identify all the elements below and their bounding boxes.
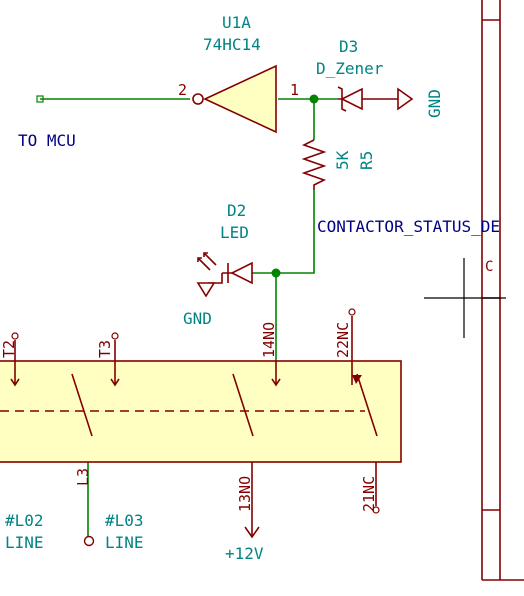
junction-dot-led (271, 268, 281, 278)
wire-resistor-to-led (276, 190, 315, 274)
led-value: LED (220, 223, 249, 242)
inverter-bubble (192, 93, 204, 105)
contactor-body[interactable] (0, 360, 402, 463)
zener-reference: D3 (339, 37, 358, 56)
pin-l3-label: L3 (74, 468, 92, 486)
contact-nc-hook (352, 375, 362, 384)
power-12v-label: +12V (225, 544, 264, 563)
gnd-symbol-right: GND (397, 87, 444, 118)
led-triangle (230, 261, 253, 285)
power-12v-symbol: +12V (225, 526, 264, 563)
led-emission-arrows-icon (197, 252, 217, 271)
inverter-output-pin-number: 1 (290, 81, 299, 99)
gnd-label-led: GND (183, 309, 212, 328)
crosshair-mark (424, 258, 506, 338)
zener-value: D_Zener (316, 59, 384, 78)
net-label-contactor-status: CONTACTOR_STATUS_DE (317, 217, 500, 236)
inverter-input-pin-number: 2 (178, 81, 187, 99)
pin-21nc-terminal (372, 506, 380, 514)
connector-l02-name: #L02 (5, 511, 44, 530)
contact-l3 (71, 373, 93, 437)
gnd-arrow-right (397, 87, 414, 111)
junction-dot-output (309, 94, 319, 104)
contactor-top-pins: T2 T3 14NO 22NC (0, 308, 356, 387)
contactor-bottom-pins: L3 13NO 21NC (74, 462, 380, 537)
zener-triangle (340, 87, 363, 111)
net-label-to-mcu: TO MCU (18, 131, 76, 150)
led-d2[interactable]: D2 LED (197, 201, 253, 285)
pin-14no-label: 14NO (260, 322, 278, 358)
inverter-u1a[interactable]: 2 1 U1A 74HC14 (178, 13, 299, 134)
resistor-r5[interactable]: 5K R5 (301, 139, 376, 190)
power-arrow-12v (244, 526, 260, 539)
resistor-reference: R5 (357, 151, 376, 170)
inverter-body (203, 64, 277, 134)
inverter-reference: U1A (222, 13, 251, 32)
border-zone-label: C (485, 259, 493, 275)
connector-l02[interactable]: #L02 LINE (5, 511, 44, 552)
pin-22nc-label: 22NC (334, 322, 352, 358)
contact-21-22 (356, 373, 378, 437)
led-reference: D2 (227, 201, 246, 220)
pin-t3-terminal (111, 332, 119, 340)
wire-end-marker (36, 95, 44, 103)
pin-t2-terminal (11, 332, 19, 340)
inverter-value: 74HC14 (203, 35, 261, 54)
zener-bar (337, 86, 347, 112)
resistor-zigzag (301, 139, 327, 190)
connector-l02-value: LINE (5, 533, 44, 552)
gnd-label-right: GND (425, 89, 444, 118)
connector-l03-name: #L03 (105, 511, 144, 530)
pin-21nc-label: 21NC (360, 476, 378, 512)
connector-l03-value: LINE (105, 533, 144, 552)
pin-22nc-terminal (348, 308, 356, 316)
gnd-symbol-led: GND (183, 273, 223, 328)
resistor-value: 5K (333, 150, 352, 170)
connector-l03-terminal (83, 535, 95, 547)
contact-13-14 (232, 373, 254, 437)
gnd-arrow-led (196, 282, 216, 298)
pin-t3-label: T3 (96, 340, 114, 358)
connector-l03[interactable]: #L03 LINE (83, 511, 144, 552)
pin-t2-label: T2 (0, 340, 18, 358)
pin-13no-label: 13NO (236, 476, 254, 512)
zener-diode-d3[interactable]: D3 D_Zener (316, 37, 398, 112)
sheet-border: C (481, 0, 524, 581)
